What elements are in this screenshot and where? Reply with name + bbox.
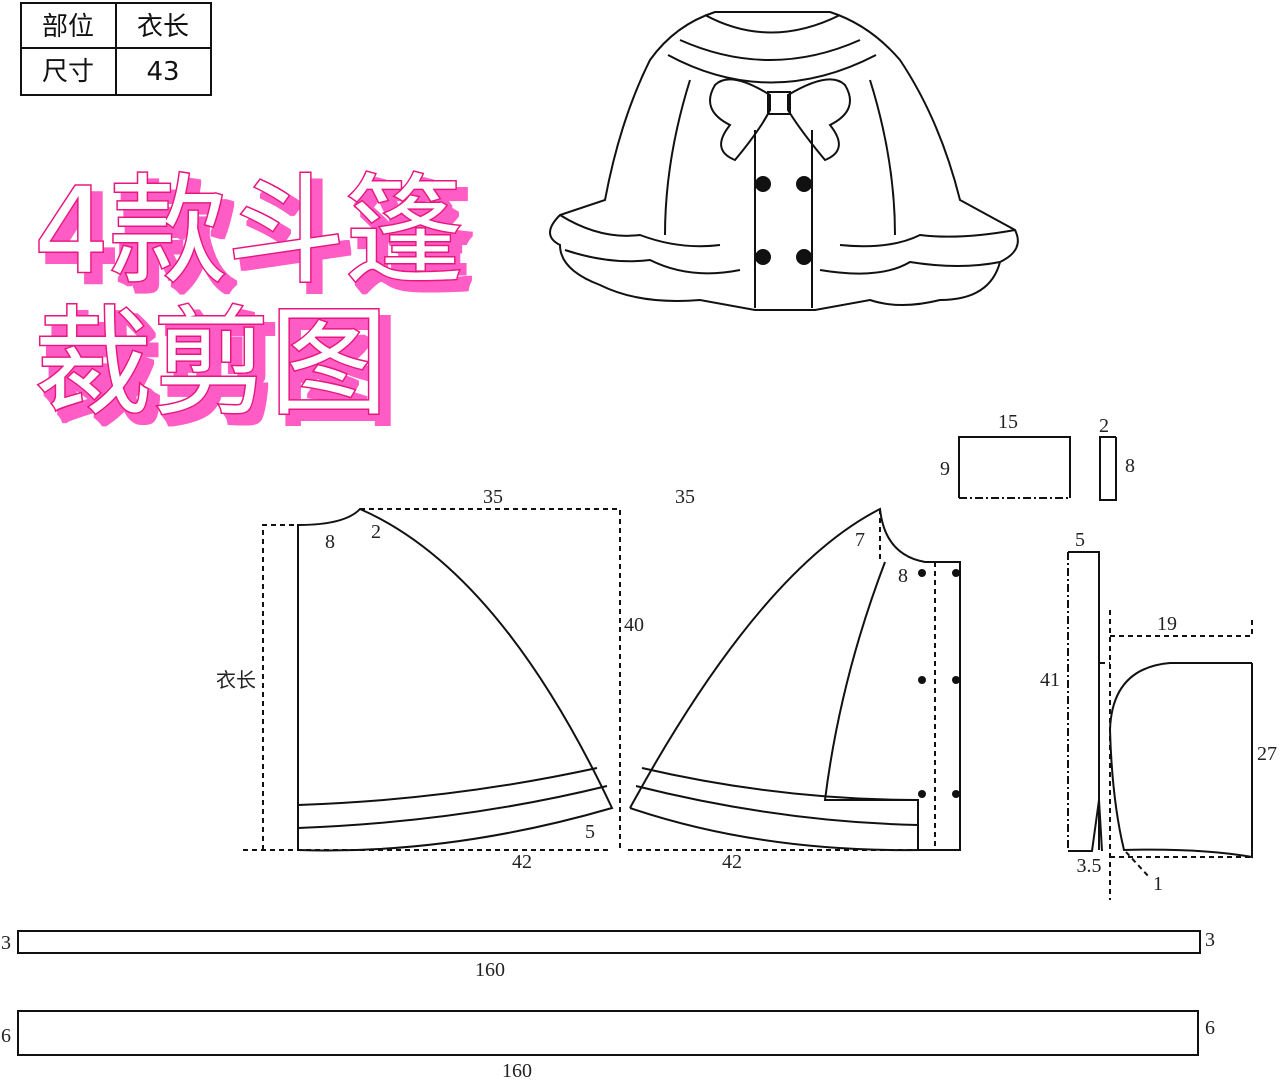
ruffle1-height-right: 3 (1205, 929, 1215, 951)
table-header-length: 衣长 (137, 12, 189, 42)
back-bottom-width: 42 (512, 851, 532, 873)
pocket-flap-piece: 15 9 (940, 411, 1071, 499)
table-header-part: 部位 (42, 12, 94, 42)
hood-width: 19 (1157, 613, 1177, 635)
title-line1: 4款斗篷 (34, 162, 463, 300)
title-line2: 裁剪图 (34, 294, 388, 432)
title: 4款斗篷 裁剪图 (33, 161, 465, 434)
back-length-label: 衣长 (216, 669, 256, 692)
ruffle1-height-left: 3 (1, 932, 11, 954)
hood-tip: 1 (1153, 873, 1163, 895)
hood-piece: 19 27 3.5 1 (1068, 610, 1277, 900)
back-hem-band: 5 (585, 821, 595, 843)
tab-height: 8 (1125, 455, 1135, 477)
back-neck-drop: 2 (371, 521, 381, 543)
size-table: 部位 衣长 尺寸 43 (20, 2, 212, 96)
table-row-size-value: 43 (146, 57, 179, 87)
collar-strip-piece: 5 41 (1040, 529, 1100, 850)
collar-width: 5 (1075, 529, 1085, 551)
back-neck-width: 8 (325, 531, 335, 553)
hood-height: 27 (1257, 743, 1277, 765)
cape-illustration (549, 11, 1019, 311)
front-top-width: 35 (675, 486, 695, 508)
tab-width: 2 (1099, 415, 1109, 437)
back-top-width: 35 (483, 486, 503, 508)
collar-length: 41 (1040, 669, 1060, 691)
back-piece: 35 8 2 衣长 5 42 (216, 486, 621, 873)
ruffle2-height-right: 6 (1205, 1017, 1215, 1039)
table-row-size-label: 尺寸 (42, 57, 94, 87)
front-neck-width: 8 (898, 565, 908, 587)
ruffle1-length: 160 (475, 959, 505, 981)
pocket-height: 9 (940, 458, 950, 480)
front-neck-drop: 7 (855, 529, 865, 551)
pocket-width: 15 (998, 411, 1018, 433)
ruffle-strip-1: 3 3 160 (1, 929, 1215, 981)
ruffle2-length: 160 (502, 1060, 532, 1082)
front-center-length: 40 (624, 614, 644, 636)
ruffle2-height-left: 6 (1, 1025, 11, 1047)
ruffle-strip-2: 6 6 160 (1, 1010, 1215, 1082)
front-piece: 35 7 8 40 42 (624, 486, 961, 873)
front-bottom-width: 42 (722, 851, 742, 873)
hood-base-offset: 3.5 (1077, 855, 1102, 877)
tab-piece: 2 8 (1099, 415, 1135, 501)
